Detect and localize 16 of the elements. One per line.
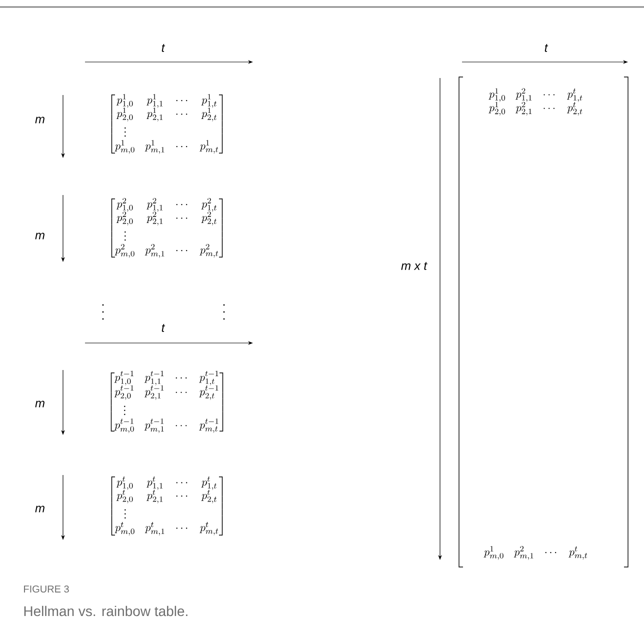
dimension-label: t <box>162 44 166 52</box>
matrix-formula: $\begin{bmatrix} p^{t-1}_{1,0} & p^{t-1}_{1,1} & \cdots & p^{t-1}_{1,t} \\ p^{t-1}_{2,0} & p^{t-1}_{2,1} & \cdots & p^{t-1}_{2,t} \\ \vdots & & & \\ p^{t-1}_{m,0} & p^{t-1}_{m,1} & \cdots & p^{t-1}_{m,t} \end{bmatrix}$ <box>110 370 224 434</box>
dimension-label: t <box>544 44 548 52</box>
matrix-formula: $\begin{array}{cccc} p^{1}_{m,0} & p^{2}_{m,1} & \cdots & p^{t}_{m,t} \end{array}$ <box>484 546 588 560</box>
dimension-label: m <box>35 400 44 408</box>
dimension-label: m x t <box>401 262 428 270</box>
matrix-formula: $\begin{array}{cccc} p^{1}_{1,0} & p^{2}_{1,1} & \cdots & p^{t}_{1,t} \\ p^{1}_{2,0} & p^{2}_{2,1} & \cdots & p^{t}_{2,t} \end{array}$ <box>488 88 582 116</box>
caption: Hellman vs. rainbow table. <box>24 606 188 616</box>
matrix-formula: $\begin{bmatrix} p^{t}_{1,0} & p^{t}_{1,1} & \cdots & p^{t}_{1,t} \\ p^{t}_{2,0} & p^{t}_{2,1} & \cdots & p^{t}_{2,t} \\ \vdots & & & \\ p^{t}_{m,0} & p^{t}_{m,1} & \cdots & p^{t}_{m,t} \end{bmatrix}$ <box>111 476 223 536</box>
matrix-formula: $\begin{bmatrix} p^{1}_{1,0} & p^{1}_{1,1} & \cdots & p^{1}_{1,t} \\ p^{1}_{2,0} & p^{1}_{2,1} & \cdots & p^{1}_{2,t} \\ \vdots & & & \\ p^{1}_{m,0} & p^{1}_{m,1} & \cdots & p^{1}_{m,t} \end{bmatrix}$ <box>111 94 223 154</box>
dimension-label: m <box>35 506 44 512</box>
matrix-formula: $\begin{bmatrix} p^{2}_{1,0} & p^{2}_{1,1} & \cdots & p^{2}_{1,t} \\ p^{2}_{2,0} & p^{2}_{2,1} & \cdots & p^{2}_{2,t} \\ \vdots & & & \\ p^{2}_{m,0} & p^{2}_{m,1} & \cdots & p^{2}_{m,t} \end{bmatrix}$ <box>111 198 223 258</box>
dimension-label: m <box>35 116 44 124</box>
dimension-label: m <box>35 232 44 240</box>
dimension-label: t <box>162 324 166 332</box>
figure-number: FIGURE 3 <box>24 585 69 593</box>
